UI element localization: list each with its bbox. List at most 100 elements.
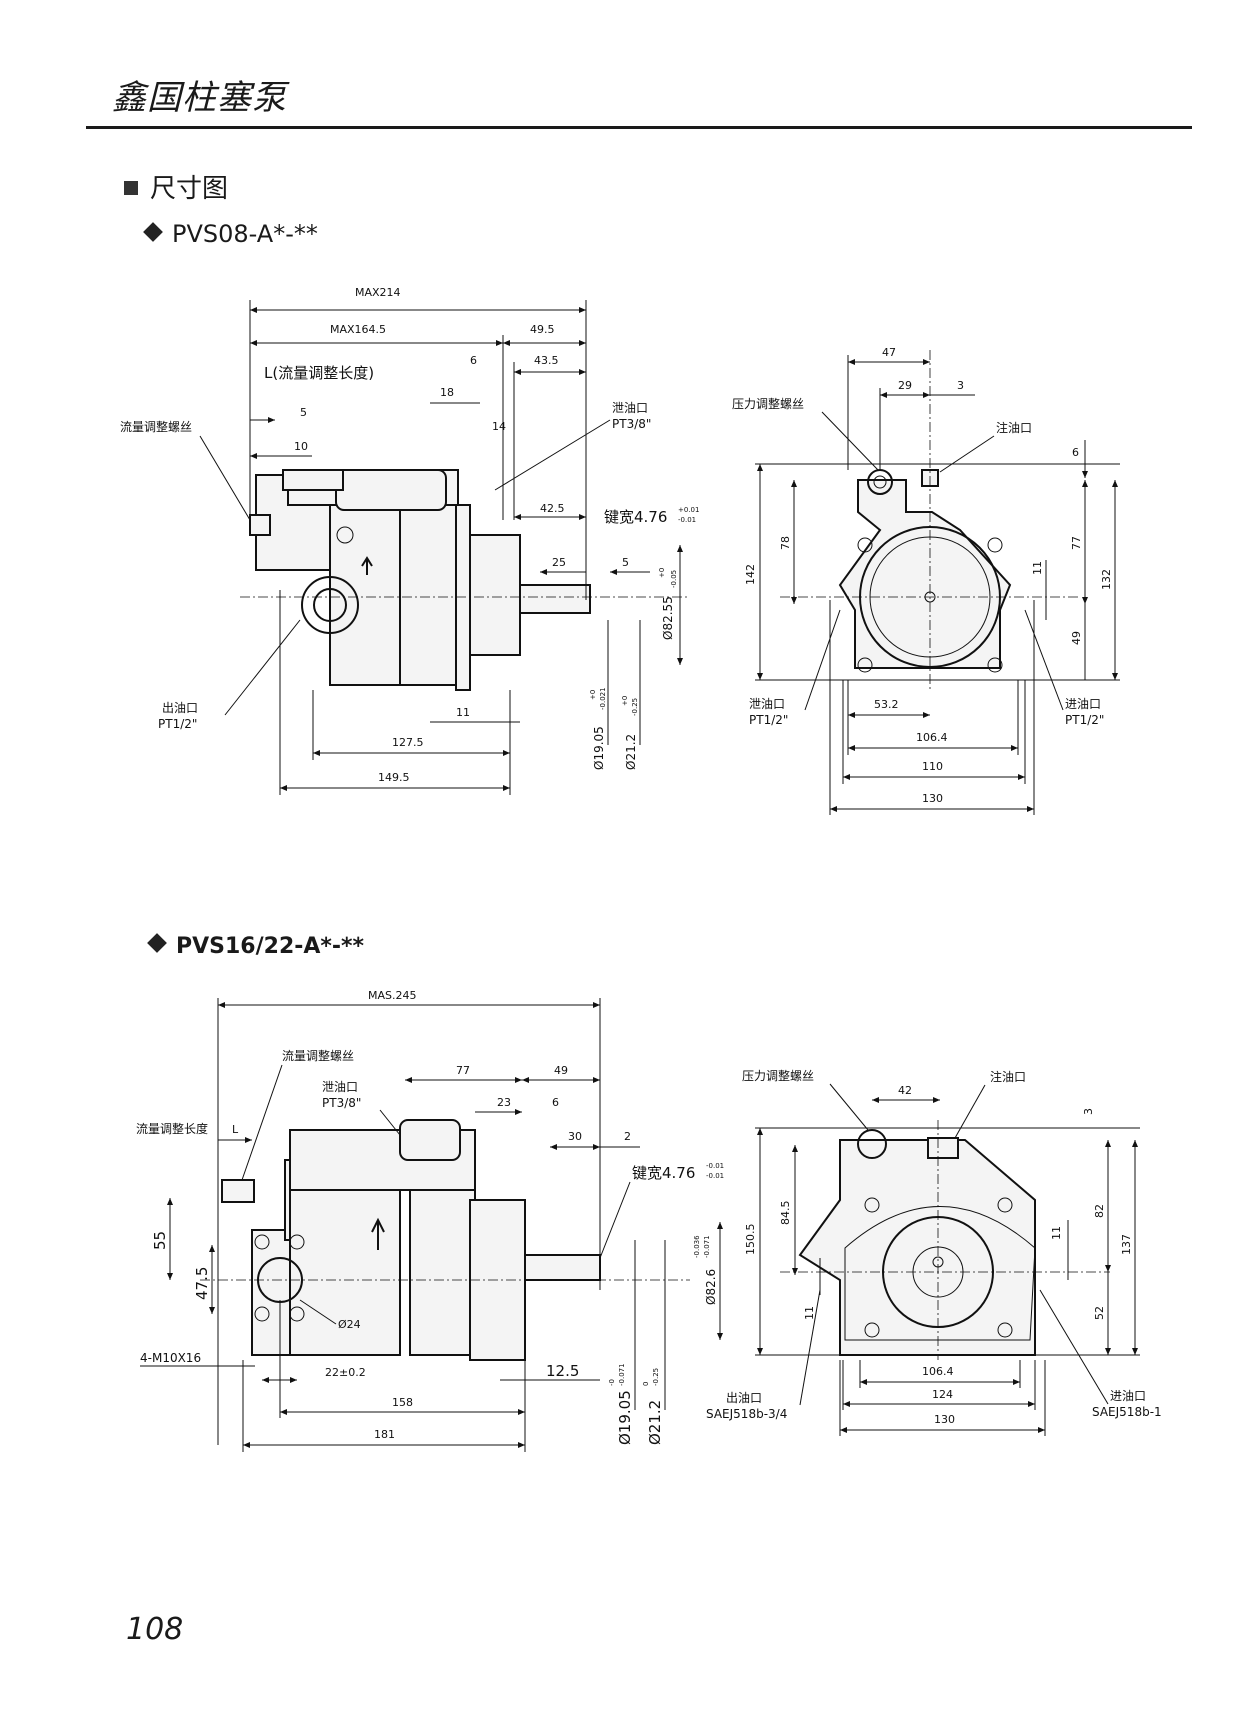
label-outlet-spec: SAEJ518b-3/4 xyxy=(706,1407,787,1421)
dim-42: 42 xyxy=(898,1084,912,1097)
dim-22: 22±0.2 xyxy=(325,1366,366,1379)
dim-5b: 5 xyxy=(622,556,629,569)
model1-heading: PVS08-A*-** xyxy=(143,220,318,248)
label-drain: 泄油口 xyxy=(749,697,785,711)
dim-30: 30 xyxy=(568,1130,582,1143)
dim-77: 77 xyxy=(456,1064,470,1077)
dim-18: 18 xyxy=(440,386,454,399)
title-rule xyxy=(86,126,1192,129)
dim-158: 158 xyxy=(392,1396,413,1409)
dim-49-5: 49.5 xyxy=(530,323,555,336)
label-m10: 4-M10X16 xyxy=(140,1351,201,1365)
phi82-tol-up: +0 xyxy=(658,568,666,578)
dim-10: 10 xyxy=(294,440,308,453)
dim-132: 132 xyxy=(1100,569,1113,590)
dim-43-5: 43.5 xyxy=(534,354,559,367)
label-key-width: 键宽4.76 xyxy=(632,1164,695,1182)
dim-6: 6 xyxy=(470,354,477,367)
section-heading-text: 尺寸图 xyxy=(150,174,229,204)
dim-23: 23 xyxy=(497,1096,511,1109)
dim-181: 181 xyxy=(374,1428,395,1441)
dim-42-5: 42.5 xyxy=(540,502,565,515)
model2-name: PVS16/22-A*-** xyxy=(176,934,365,959)
dim-130: 130 xyxy=(934,1413,955,1426)
dim-6: 6 xyxy=(1072,446,1079,459)
phi19-tol-up: +0 xyxy=(589,690,597,700)
label-drain-thread: PT3/8" xyxy=(322,1096,361,1110)
label-drain: 泄油口 xyxy=(322,1080,358,1094)
dim-phi21-2: Ø21.2 xyxy=(624,734,638,770)
phi21-tol-down: -0.25 xyxy=(652,1368,660,1386)
dim-110: 110 xyxy=(922,760,943,773)
dim-phi82-55: Ø82.55 xyxy=(661,596,675,640)
label-drain: 泄油口 xyxy=(612,401,648,415)
phi19-tol-down: -0.071 xyxy=(618,1363,626,1386)
phi21-tol-up: +0 xyxy=(621,696,629,706)
label-key-width: 键宽4.76 xyxy=(604,508,667,526)
label-outlet: 出油口 xyxy=(162,701,198,715)
dim-49: 49 xyxy=(1070,631,1083,645)
label-inlet-thread: PT1/2" xyxy=(1065,713,1104,727)
dim-phi19-05: Ø19.05 xyxy=(616,1390,634,1445)
dim-11: 11 xyxy=(1031,561,1044,575)
dim-82: 82 xyxy=(1093,1204,1106,1218)
label-inlet: 进油口 xyxy=(1065,697,1101,711)
dim-150-5: 150.5 xyxy=(744,1224,757,1256)
dim-2: 2 xyxy=(624,1130,631,1143)
model2-side-view: MAS.245 流量调整螺丝 77 49 泄油口 PT3/8" 23 6 流量调… xyxy=(136,989,724,1452)
label-pressure-screw: 压力调整螺丝 xyxy=(742,1068,814,1083)
dim-127-5: 127.5 xyxy=(392,736,424,749)
dim-phi19-05: Ø19.05 xyxy=(592,726,606,770)
dim-11b: 11 xyxy=(1050,1226,1063,1240)
model1-side-view: MAX214 MAX164.5 49.5 43.5 6 L(流量调整长度) 18… xyxy=(120,286,699,795)
dim-55: 55 xyxy=(151,1231,169,1250)
label-inlet: 进油口 xyxy=(1110,1389,1146,1403)
label-drain-thread: PT1/2" xyxy=(749,713,788,727)
model1-name: PVS08-A*-** xyxy=(172,220,318,248)
model1-front-view: 47 29 3 压力调整螺丝 注油口 6 142 78 77 132 11 49… xyxy=(732,346,1120,815)
dim-142: 142 xyxy=(744,564,757,585)
label-fill-port: 注油口 xyxy=(996,420,1032,435)
dim-106-4: 106.4 xyxy=(916,731,948,744)
phi82-tol-up: -0.036 xyxy=(693,1235,701,1258)
section-heading: 尺寸图 xyxy=(124,168,228,205)
dim-11a: 11 xyxy=(803,1306,816,1320)
label-flow-length: 流量调整长度 xyxy=(136,1121,208,1136)
key-tol-down: -0.01 xyxy=(706,1172,724,1180)
phi82-tol-down: -0.071 xyxy=(703,1235,711,1258)
phi19-tol-up: -0 xyxy=(608,1379,616,1386)
label-fill-port: 注油口 xyxy=(990,1069,1026,1084)
dim-47-5: 47.5 xyxy=(193,1267,211,1300)
dim-phi24: Ø24 xyxy=(338,1318,361,1331)
dim-47: 47 xyxy=(882,346,896,359)
dim-5a: 5 xyxy=(300,406,307,419)
model2-front-view: 压力调整螺丝 注油口 42 3 150.5 84.5 11 82 137 11 … xyxy=(706,1068,1162,1436)
label-flow-screw: 流量调整螺丝 xyxy=(120,419,192,434)
label-outlet-thread: PT1/2" xyxy=(158,717,197,731)
dim-106-4: 106.4 xyxy=(922,1365,954,1378)
dim-mas245: MAS.245 xyxy=(368,989,417,1002)
label-pressure-screw: 压力调整螺丝 xyxy=(732,396,804,411)
key-tol-down: -0.01 xyxy=(678,516,696,524)
dim-3: 3 xyxy=(1082,1108,1095,1115)
dim-phi21-2: Ø21.2 xyxy=(646,1400,664,1445)
dim-49: 49 xyxy=(554,1064,568,1077)
label-flow-screw: 流量调整螺丝 xyxy=(282,1048,354,1063)
dim-12-5: 12.5 xyxy=(546,1362,579,1380)
label-inlet-spec: SAEJ518b-1 xyxy=(1092,1405,1162,1419)
dim-29: 29 xyxy=(898,379,912,392)
label-l-flow-length: L(流量调整长度) xyxy=(264,364,374,382)
key-tol-up: +0.01 xyxy=(678,506,699,514)
phi19-tol-down: -0.021 xyxy=(599,687,607,710)
dim-130: 130 xyxy=(922,792,943,805)
label-outlet: 出油口 xyxy=(726,1391,762,1405)
dim-84-5: 84.5 xyxy=(779,1201,792,1226)
dim-25: 25 xyxy=(552,556,566,569)
dim-53-2: 53.2 xyxy=(874,698,899,711)
dim-124: 124 xyxy=(932,1388,953,1401)
square-bullet-icon xyxy=(124,181,138,195)
page-title: 鑫国柱塞泵 xyxy=(112,78,287,118)
label-drain-thread: PT3/8" xyxy=(612,417,651,431)
dim-max164-5: MAX164.5 xyxy=(330,323,386,336)
dim-11: 11 xyxy=(456,706,470,719)
